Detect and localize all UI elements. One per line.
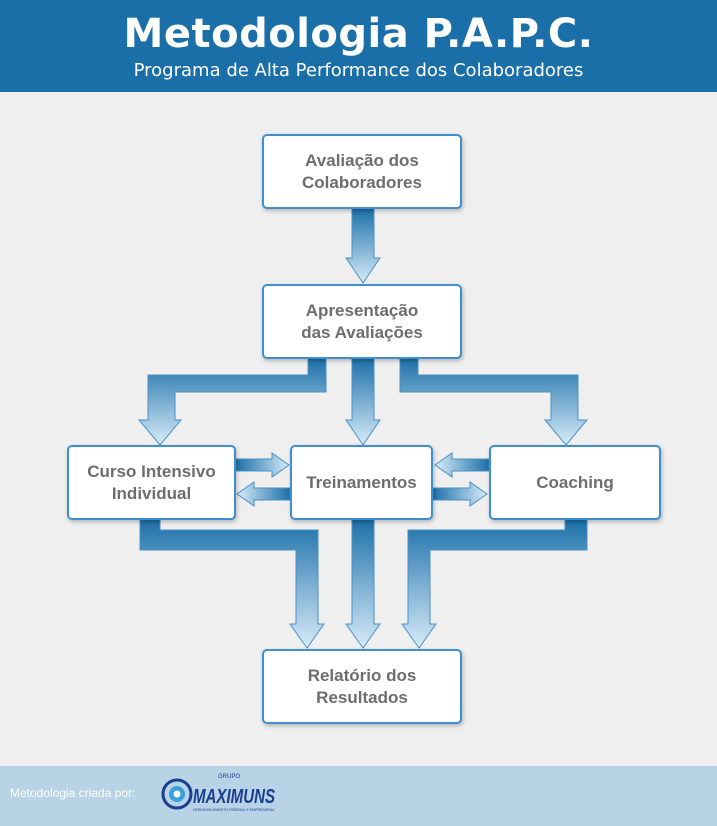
- node-avaliacao: Avaliação dos Colaboradores: [262, 134, 462, 209]
- arrow-treinamentos-to-curso: [236, 481, 291, 507]
- arrow-coaching-to-treinamentos: [434, 452, 490, 478]
- node-avaliacao-label: Avaliação dos Colaboradores: [302, 150, 422, 192]
- node-apresentacao-label: Apresentação das Avaliações: [301, 300, 423, 342]
- node-apresentacao: Apresentação das Avaliações: [262, 284, 462, 359]
- footer-bar: Metodologia criada por:: [0, 766, 717, 826]
- node-treinamentos-label: Treinamentos: [306, 472, 417, 492]
- arrow-curso-to-treinamentos: [235, 452, 290, 478]
- arrow-curso-to-relatorio: [139, 518, 325, 649]
- header-banner: Metodologia P.A.P.C. Programa de Alta Pe…: [0, 0, 717, 92]
- node-treinamentos: Treinamentos: [290, 445, 433, 520]
- arrow-treinamentos-to-coaching: [432, 481, 488, 507]
- node-curso-label: Curso Intensivo Individual: [87, 461, 216, 503]
- arrow-apresentacao-to-treinamentos: [345, 357, 381, 446]
- svg-text:GRUPO: GRUPO: [218, 774, 240, 780]
- node-coaching: Coaching: [489, 445, 661, 520]
- svg-text:MAXIMUNS: MAXIMUNS: [193, 786, 275, 808]
- arrow-avaliacao-to-apresentacao: [345, 207, 381, 284]
- page-subtitle: Programa de Alta Performance dos Colabor…: [133, 60, 584, 81]
- arrow-apresentacao-to-coaching: [399, 357, 589, 446]
- maximuns-logo: GRUPO MAXIMUNS DESENVOLVIMENTO PESSOAL E…: [161, 774, 275, 812]
- node-coaching-label: Coaching: [536, 472, 614, 492]
- arrow-apresentacao-to-curso: [137, 357, 327, 446]
- page-title: Metodologia P.A.P.C.: [123, 11, 594, 57]
- node-relatorio-label: Relatório dos Resultados: [307, 665, 417, 707]
- arrow-treinamentos-to-relatorio: [345, 518, 381, 649]
- arrow-coaching-to-relatorio: [401, 518, 588, 649]
- footer-credit-label: Metodologia criada por:: [10, 786, 136, 800]
- svg-text:DESENVOLVIMENTO PESSOAL E EMPR: DESENVOLVIMENTO PESSOAL E EMPRESARIAL: [193, 808, 275, 812]
- node-curso: Curso Intensivo Individual: [67, 445, 236, 520]
- node-relatorio: Relatório dos Resultados: [262, 649, 462, 724]
